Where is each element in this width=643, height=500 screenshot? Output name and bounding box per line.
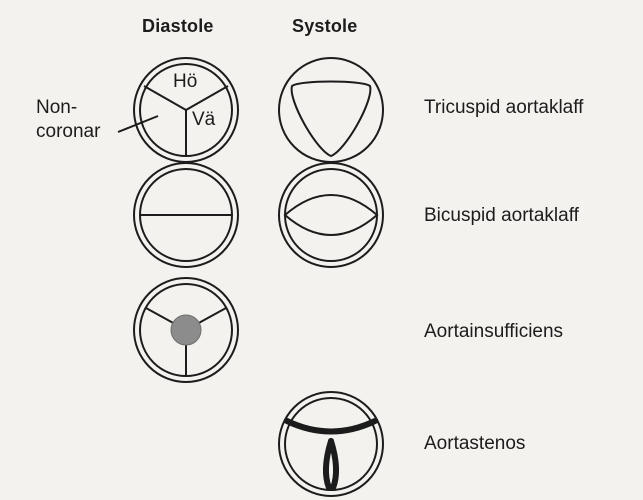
row-label-insufficiency: Aortainsufficiens [424,321,563,343]
row-label-bicuspid: Bicuspid aortaklaff [424,205,579,227]
bicuspid-systole-valve [279,163,383,267]
row-label-stenosis: Aortastenos [424,433,525,455]
systole-header: Systole [292,16,357,37]
noncoronary-label-line1: Non- [36,96,100,120]
noncoronary-cusp-label: Non- coronar [36,96,100,144]
left-coronary-cusp-label: Vä [192,110,215,129]
stenosis-systole-valve [279,392,383,496]
row-label-tricuspid: Tricuspid aortaklaff [424,97,583,119]
bicuspid-diastole-valve [134,163,238,267]
insufficiency-diastole-valve [134,278,238,382]
right-coronary-cusp-label: Hö [173,72,197,91]
regurgitant-orifice [171,315,201,345]
noncoronary-label-line2: coronar [36,120,100,144]
tricuspid-systole-valve [279,58,383,162]
diastole-header: Diastole [142,16,214,37]
